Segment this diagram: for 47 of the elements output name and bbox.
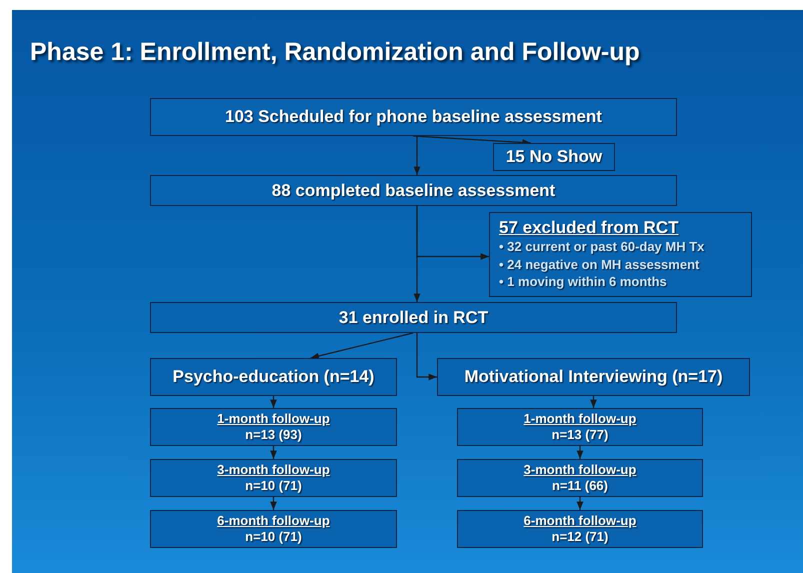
arrow — [270, 396, 277, 408]
arrow — [590, 396, 597, 408]
box-text: n=13 (93) — [245, 427, 302, 443]
flow-box — [150, 98, 677, 136]
box-text: 15 No Show — [506, 147, 602, 167]
bullet-item: • 1 moving within 6 months — [499, 273, 667, 291]
box-text: n=10 (71) — [245, 478, 302, 494]
flow-box — [150, 408, 397, 446]
flow-box — [493, 143, 615, 171]
flow-box — [457, 459, 703, 497]
box-text: 88 completed baseline assessment — [272, 180, 556, 200]
exclusion-box — [489, 212, 752, 297]
box-text: n=11 (66) — [552, 478, 608, 494]
box-heading: 3-month follow-up — [217, 462, 330, 478]
arrow — [270, 497, 277, 510]
flow-box — [150, 358, 397, 396]
arrow — [416, 206, 489, 260]
bullet-item: • 24 negative on MH assessment — [499, 256, 700, 274]
flow-box — [437, 358, 750, 396]
arrow — [270, 446, 277, 459]
bullet-item: • 32 current or past 60-day MH Tx — [499, 238, 704, 256]
arrow — [414, 136, 420, 175]
arrow — [412, 135, 531, 146]
flow-box — [150, 175, 677, 206]
box-heading: 3-month follow-up — [524, 462, 636, 478]
box-text: 31 enrolled in RCT — [338, 308, 488, 328]
box-heading: 57 excluded from RCT — [499, 218, 678, 238]
slide-title: Phase 1: Enrollment, Randomization and Follow-up — [30, 38, 641, 67]
box-heading: 6-month follow-up — [524, 513, 636, 529]
flow-box — [457, 510, 703, 548]
arrow — [416, 333, 437, 380]
arrow — [576, 446, 584, 459]
arrow — [310, 332, 414, 360]
flow-box — [150, 302, 677, 333]
box-text: 103 Scheduled for phone baseline assessment — [225, 107, 602, 127]
box-text: Psycho-education (n=14) — [172, 367, 374, 387]
box-heading: 1-month follow-up — [524, 411, 636, 427]
flow-box — [150, 459, 397, 497]
box-text: n=10 (71) — [245, 529, 302, 545]
box-text: n=12 (71) — [552, 529, 608, 545]
box-text: n=13 (77) — [552, 427, 608, 443]
box-heading: 6-month follow-up — [217, 513, 330, 529]
box-text: Motivational Interviewing (n=17) — [464, 367, 723, 387]
flow-box — [150, 510, 397, 548]
flow-box — [457, 408, 703, 446]
arrow — [576, 497, 584, 510]
box-heading: 1-month follow-up — [217, 411, 330, 427]
